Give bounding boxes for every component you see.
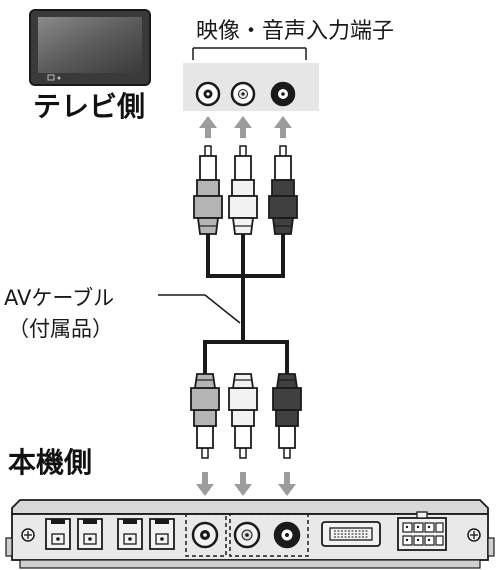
terminal-title: 映像・音声入力端子 (196, 19, 394, 44)
cable-note-label: （付属品） (8, 317, 113, 341)
connector-port-icon (77, 518, 103, 550)
rca-jack-icon (191, 521, 219, 549)
connector-port-icon (149, 518, 175, 550)
rca-plug-icon (268, 145, 298, 235)
highlight-video-jack (185, 513, 227, 557)
highlight-audio-jacks (229, 513, 309, 557)
connector-port-icon (397, 511, 447, 551)
down-arrow-icon (278, 472, 296, 496)
down-arrow-icon (196, 472, 214, 496)
up-arrow-icon (274, 116, 292, 138)
screw-icon (21, 528, 35, 542)
rca-plug-icon (272, 373, 302, 459)
up-arrow-icon (199, 116, 217, 138)
connector-port-icon (45, 518, 71, 550)
rca-plug-icon (228, 373, 258, 459)
av-cable (203, 234, 289, 375)
tv-side-label: テレビ側 (33, 90, 145, 123)
connector-port-icon (321, 521, 381, 547)
television-icon (29, 9, 151, 86)
screw-icon (467, 528, 481, 542)
cable-name-label: AVケーブル (4, 286, 114, 310)
up-arrow-icon (234, 116, 252, 138)
leader-line-diagonal (204, 294, 241, 324)
tv-jack-video (195, 81, 221, 107)
down-arrow-icon (234, 472, 252, 496)
rca-plug-icon (228, 145, 258, 235)
rca-jack-icon (233, 521, 261, 549)
rca-plug-icon (193, 145, 223, 235)
connector-port-icon (117, 518, 143, 550)
rca-jack-icon (273, 521, 301, 549)
tv-jack-audio-left (230, 81, 256, 107)
rca-plug-icon (190, 373, 220, 459)
tv-jack-audio-right (270, 81, 296, 107)
unit-side-label: 本機側 (8, 446, 92, 479)
